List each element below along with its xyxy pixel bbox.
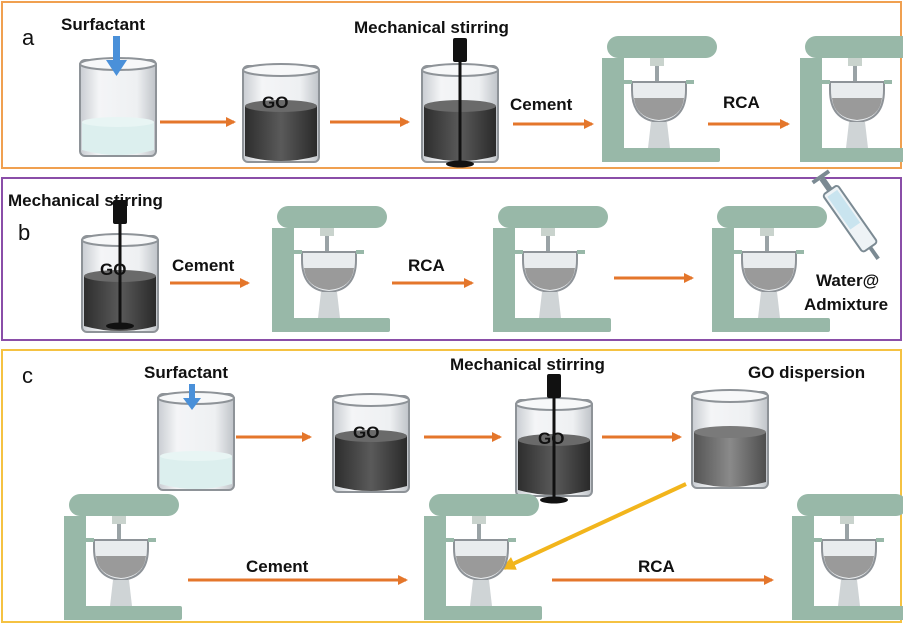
panel-b-letter: b — [18, 220, 30, 245]
go-label: GO — [100, 260, 126, 279]
panel-c-border — [1, 349, 902, 623]
cement-label: Cement — [510, 95, 573, 114]
surfactant-arrow-icon — [189, 384, 195, 400]
panel-b-border — [1, 177, 902, 341]
dispersion-feed-arrow — [501, 482, 687, 570]
cement-label: Cement — [246, 557, 309, 576]
panel-a-letter: a — [22, 25, 35, 50]
surfactant-arrowhead-icon — [106, 60, 127, 76]
go-dispersion-label: GO dispersion — [748, 363, 865, 382]
syringe-icon — [811, 169, 880, 260]
water-label-line1: Water@ — [816, 271, 879, 290]
go-label: GO — [538, 429, 564, 448]
beaker-surfactant — [157, 391, 235, 491]
cement-label: Cement — [172, 256, 235, 275]
surfactant-label: Surfactant — [61, 15, 145, 34]
beaker-go — [332, 393, 410, 493]
mixer-1 — [601, 35, 721, 163]
water-label-line2: Admixture — [804, 295, 888, 314]
panel-a-border — [1, 1, 902, 169]
mech-stirring-label: Mechanical stirring — [450, 355, 605, 374]
mixer-2 — [799, 35, 903, 163]
go-label: GO — [353, 423, 379, 442]
mixer-1 — [63, 493, 183, 621]
mixer-1 — [271, 205, 391, 333]
mech-stirring-label: Mechanical stirring — [354, 18, 509, 37]
rca-label: RCA — [723, 93, 760, 112]
go-label: GO — [262, 93, 288, 112]
rca-label: RCA — [638, 557, 675, 576]
beaker-go — [242, 63, 320, 163]
mixer-3 — [791, 493, 903, 621]
surfactant-arrowhead-icon — [183, 398, 201, 410]
mixer-2 — [492, 205, 612, 333]
surfactant-arrow-icon — [113, 36, 120, 62]
rca-label: RCA — [408, 256, 445, 275]
beaker-go-dispersion — [691, 389, 769, 489]
surfactant-label: Surfactant — [144, 363, 228, 382]
mech-stirring-label: Mechanical stirring — [8, 191, 163, 210]
panel-c-letter: c — [22, 363, 33, 388]
